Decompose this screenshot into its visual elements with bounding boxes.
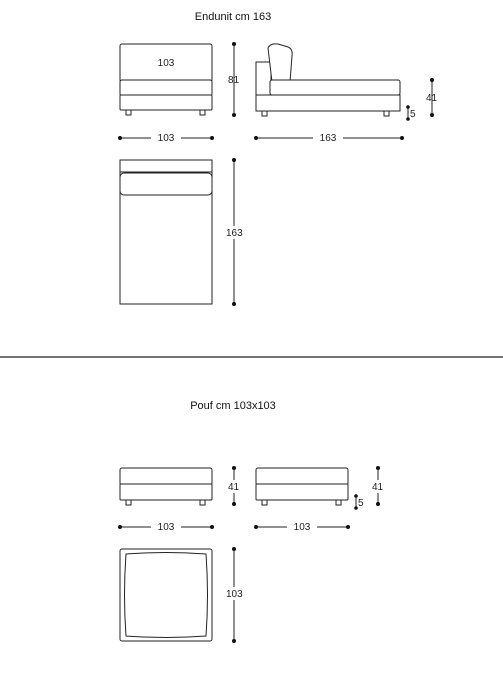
endunit-top-view [119,159,213,305]
pouf-front-width-dimension: 103 [118,520,214,533]
endunit-title: Endunit cm 163 [195,11,271,23]
endunit-top-length-label: 163 [226,228,243,239]
endunit-side-length-dimension: 163 [254,131,404,144]
endunit-side-length-label: 163 [320,133,337,144]
pouf-side-foot-left [261,499,268,506]
pouf-side-seat [255,467,349,486]
pouf-title: Pouf cm 103x103 [190,400,276,412]
endunit-front-height-label: 81 [228,75,240,86]
endunit-side-foot-right [383,110,390,117]
endunit-front-inner-label: 103 [158,58,175,69]
endunit-side-height-label: 41 [426,93,438,104]
endunit-side-view [255,43,401,117]
endunit-side-height-dimension: 41 [426,78,438,117]
pouf-side-width-dimension: 103 [254,520,350,533]
endunit-side-seat [269,79,401,96]
endunit-front-width-dimension: 103 [118,131,214,144]
pouf-side-foot-label: 5 [358,498,364,509]
pouf-top-depth-label: 103 [226,589,243,600]
endunit-side-back-cushion [267,43,293,83]
endunit-front-foot-left [125,109,132,116]
endunit-front-view: 103 [119,43,213,116]
pouf-top-view [119,548,213,642]
endunit-side-base [255,94,401,112]
pouf-side-width-label: 103 [294,522,311,533]
endunit-top-length-dimension: 163 [226,158,244,306]
pouf-top-depth-dimension: 103 [226,547,244,643]
pouf-side-base [255,483,349,501]
pouf-side-height-label: 41 [372,482,384,493]
pouf-front-foot-left [125,499,132,506]
pouf-front-seat [119,467,213,486]
endunit-side-foot-label: 5 [410,109,416,120]
endunit-side-foot-left [261,110,268,117]
endunit-front-seat [119,79,213,97]
pouf-front-width-label: 103 [158,522,175,533]
pouf-front-foot-right [199,499,206,506]
pouf-front-view [119,467,213,506]
pouf-front-base [119,483,213,501]
pouf-side-height-dimension: 41 [372,466,387,506]
endunit-side-foot-dimension: 5 [406,105,416,121]
pouf-side-foot-right [335,499,342,506]
pouf-top-outline [119,548,213,642]
pouf-side-view [255,467,349,506]
pouf-side-foot-dimension: 5 [354,494,364,510]
endunit-front-foot-right [199,109,206,116]
endunit-front-height-dimension: 81 [228,42,240,117]
endunit-top-back-cushion [119,172,213,196]
endunit-front-base [119,94,213,111]
endunit-front-width-label: 103 [158,133,175,144]
pouf-top-cushion [124,552,208,638]
pouf-front-height-label: 41 [228,482,240,493]
pouf-front-height-dimension: 41 [228,466,243,506]
